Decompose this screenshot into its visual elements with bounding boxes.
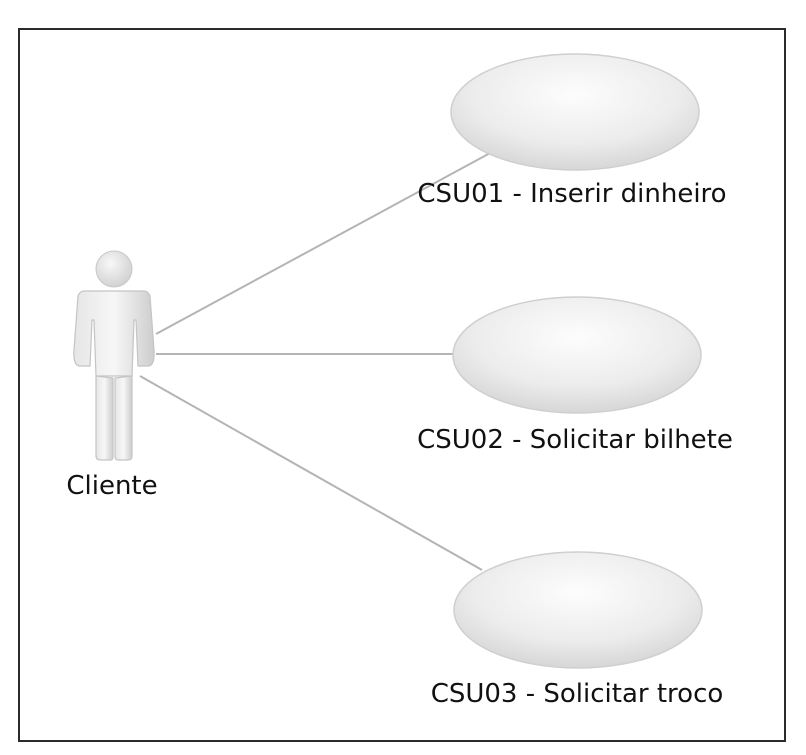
use-case-label: CSU02 - Solicitar bilhete bbox=[417, 425, 733, 455]
use-case-csu01[interactable]: CSU01 - Inserir dinheiro bbox=[417, 53, 727, 209]
association-line-csu03 bbox=[139, 375, 483, 571]
use-case-label: CSU03 - Solicitar troco bbox=[431, 679, 724, 709]
use-case-ellipse bbox=[452, 296, 702, 414]
use-case-csu02[interactable]: CSU02 - Solicitar bilhete bbox=[417, 296, 733, 455]
association-line-csu01 bbox=[155, 151, 493, 335]
use-case-label: CSU01 - Inserir dinheiro bbox=[417, 179, 726, 209]
use-case-csu03[interactable]: CSU03 - Solicitar troco bbox=[431, 551, 724, 709]
use-case-ellipse bbox=[453, 551, 703, 669]
stick-figure-actor-icon bbox=[73, 250, 155, 461]
actor-cliente[interactable]: Cliente bbox=[66, 250, 158, 501]
actor-label: Cliente bbox=[66, 471, 157, 501]
use-case-ellipse bbox=[450, 53, 700, 171]
